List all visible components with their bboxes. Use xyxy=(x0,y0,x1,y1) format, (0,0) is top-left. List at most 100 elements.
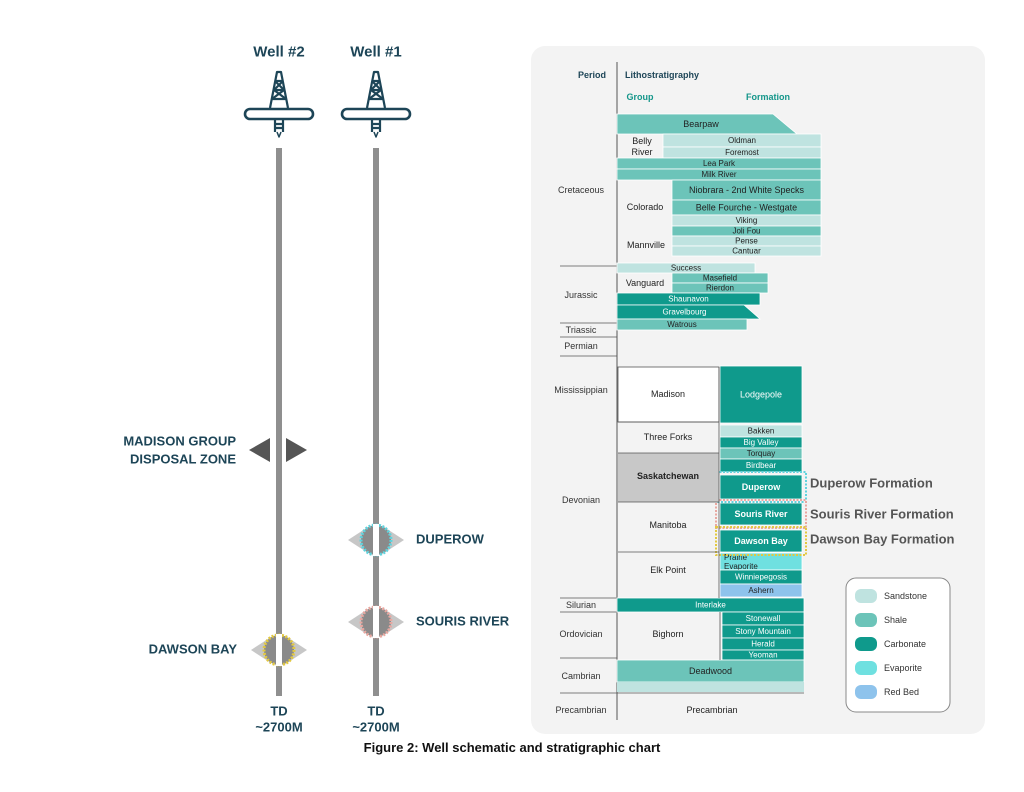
callout-duperow: Duperow Formation xyxy=(810,476,933,491)
well2-label: Well #2 xyxy=(253,44,304,61)
well1-derrick-icon xyxy=(340,70,412,138)
period-devonian: Devonian xyxy=(562,495,600,505)
formation-interlake xyxy=(616,597,805,613)
legend-swatch-shale xyxy=(855,613,877,627)
callout-dawson: Dawson Bay Formation xyxy=(810,532,955,547)
well2-td-depth: ~2700M xyxy=(255,720,302,735)
well1-td-label: TD xyxy=(367,704,384,719)
formation-label-birdbear: Birdbear xyxy=(746,461,777,470)
period-permian: Permian xyxy=(564,341,598,351)
formation-label-shaunavon: Shaunavon xyxy=(668,295,708,304)
legend-label-evaporite: Evaporite xyxy=(884,663,922,673)
formation-label-bakken: Bakken xyxy=(748,427,775,436)
formation-label-prairie: Prairie xyxy=(724,553,748,562)
period-ordovician: Ordovician xyxy=(559,629,602,639)
formation-label-bigvalley: Big Valley xyxy=(744,438,779,447)
dawson-marker-icon xyxy=(251,633,307,667)
period-precambrian: Precambrian xyxy=(555,705,606,715)
formation-label-duperow: Duperow xyxy=(742,482,782,492)
group-mannville: Mannville xyxy=(627,240,665,250)
formation-label-oldman: Oldman xyxy=(728,136,756,145)
formation-label-prairie-2: Evaporite xyxy=(724,562,758,571)
legend-label-redbed: Red Bed xyxy=(884,687,919,697)
group-threeforks: Three Forks xyxy=(644,432,693,442)
legend-swatch-carbonate xyxy=(855,637,877,651)
dawson-label: DAWSON BAY xyxy=(149,642,238,657)
well2-derrick-icon xyxy=(243,70,315,138)
figure-caption: Figure 2: Well schematic and stratigraph… xyxy=(363,740,661,755)
group-precambrian_g: Precambrian xyxy=(686,705,737,715)
legend-swatch-evaporite xyxy=(855,661,877,675)
group-elkpoint: Elk Point xyxy=(650,565,686,575)
callout-souris: Souris River Formation xyxy=(810,507,954,522)
formation-label-bearpaw: Bearpaw xyxy=(683,119,719,129)
formation-label-sourisriver: Souris River xyxy=(734,509,788,519)
header-period: Period xyxy=(578,70,606,80)
period-jurassic: Jurassic xyxy=(564,290,598,300)
souris-marker-icon xyxy=(348,605,404,639)
group-manitoba: Manitoba xyxy=(649,520,686,530)
cambrian-sandstone-band xyxy=(617,682,804,692)
formation-label-viking: Viking xyxy=(736,216,758,225)
legend-label-sandstone: Sandstone xyxy=(884,591,927,601)
formation-label-foremost: Foremost xyxy=(725,148,760,157)
formation-watrous xyxy=(616,318,748,331)
legend-box xyxy=(845,577,951,713)
period-cambrian: Cambrian xyxy=(561,671,600,681)
formation-label-cantuar: Cantuar xyxy=(732,247,761,256)
formation-label-gravelbourg: Gravelbourg xyxy=(662,308,706,317)
well2-td-label: TD xyxy=(270,704,287,719)
legend-label-carbonate: Carbonate xyxy=(884,639,926,649)
formation-label-stonymountain: Stony Mountain xyxy=(735,627,791,636)
madison-label-line2: DISPOSAL ZONE xyxy=(130,452,236,467)
formation-label-success: Success xyxy=(671,264,701,273)
formation-label-bellefourche: Belle Fourche - Westgate xyxy=(696,203,797,213)
group-vanguard: Vanguard xyxy=(626,278,664,288)
legend-swatch-redbed xyxy=(855,685,877,699)
group-saskatchewan: Saskatchewan xyxy=(637,471,699,481)
formation-label-watrous: Watrous xyxy=(667,320,697,329)
formation-label-stonewall: Stonewall xyxy=(746,614,781,623)
formation-label-rierdon: Rierdon xyxy=(706,284,734,293)
formation-label-niobrara: Niobrara - 2nd White Specks xyxy=(689,185,805,195)
formation-dawsonbay xyxy=(719,529,803,553)
group-belly: Belly xyxy=(632,136,652,146)
souris-label: SOURIS RIVER xyxy=(416,614,510,629)
duperow-label: DUPEROW xyxy=(416,532,485,547)
formation-birdbear xyxy=(719,458,803,473)
header-lithostratigraphy: Lithostratigraphy xyxy=(625,70,699,80)
formation-label-jolifou: Joli Fou xyxy=(732,227,760,236)
duperow-marker-icon xyxy=(348,523,404,557)
formation-label-winnipegosis: Winniepegosis xyxy=(735,573,787,582)
highlight-dawsonbay xyxy=(715,526,807,556)
madison-zone-arrows-icon xyxy=(249,438,307,462)
legend-swatch-sandstone xyxy=(855,589,877,603)
formation-label-herald: Herald xyxy=(751,640,775,649)
formation-ashern xyxy=(719,583,803,598)
group-belly-1: River xyxy=(631,147,652,157)
well1-label: Well #1 xyxy=(350,44,401,61)
group-colorado: Colorado xyxy=(627,202,664,212)
legend-label-shale: Shale xyxy=(884,615,907,625)
highlight-sourisriver xyxy=(715,499,807,529)
formation-label-torquay: Torquay xyxy=(747,449,775,458)
formation-label-yeoman: Yeoman xyxy=(748,651,777,660)
formation-label-deadwood: Deadwood xyxy=(689,666,732,676)
period-mississippian: Mississippian xyxy=(554,385,608,395)
formation-label-interlake: Interlake xyxy=(695,601,726,610)
formation-lodgepole xyxy=(719,365,803,424)
header-formation: Formation xyxy=(746,92,790,102)
formation-gravelbourg xyxy=(616,304,762,320)
formation-label-pense: Pense xyxy=(735,237,758,246)
formation-label-ashern: Ashern xyxy=(748,586,773,595)
header-group: Group xyxy=(627,92,654,102)
madison-label-line1: MADISON GROUP xyxy=(123,434,236,449)
period-silurian: Silurian xyxy=(566,600,596,610)
formation-label-milkriver: Milk River xyxy=(701,170,736,179)
well1-td-depth: ~2700M xyxy=(352,720,399,735)
group-bighorn: Bighorn xyxy=(652,629,683,639)
group-madison: Madison xyxy=(651,389,685,399)
formation-duperow xyxy=(719,474,803,500)
period-cretaceous: Cretaceous xyxy=(558,185,605,195)
